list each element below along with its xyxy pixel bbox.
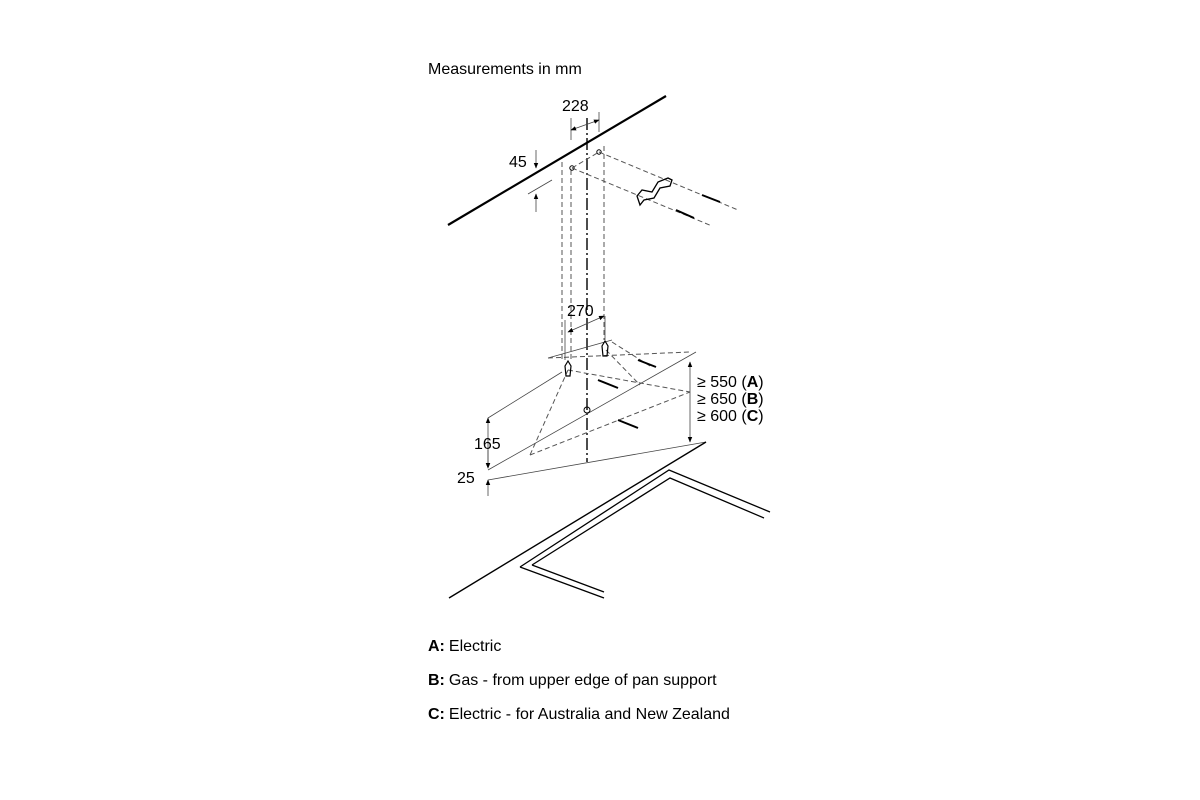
height-label-c: ≥ 600 (C) <box>697 408 764 425</box>
legend-item-a: A:Electric <box>428 637 501 657</box>
dimension-label-25: 25 <box>457 470 475 487</box>
dimension-height: ≥ 550 (A) ≥ 650 (B) ≥ 600 (C) <box>687 361 764 443</box>
cooktop <box>448 441 771 599</box>
legend-text-a: Electric <box>448 638 502 655</box>
height-label-a: ≥ 550 (A) <box>697 374 764 391</box>
dimension-45: 45 <box>509 150 553 212</box>
chimney-outline <box>561 146 605 360</box>
hood-body <box>487 339 707 481</box>
legend-item-c: C:Electric - for Australia and New Zeala… <box>428 705 730 725</box>
dimension-label-270: 270 <box>567 303 594 320</box>
legend-text-b: Gas - from upper edge of pan support <box>448 672 717 689</box>
dimension-label-45: 45 <box>509 154 527 171</box>
legend-key-c: C: <box>428 706 445 723</box>
upper-bracket <box>569 149 739 227</box>
legend-text-c: Electric - for Australia and New Zealand <box>448 706 730 723</box>
dimension-228: 228 <box>562 98 600 140</box>
dimension-165: 165 <box>474 417 501 469</box>
dimension-label-228: 228 <box>562 98 589 115</box>
dimension-270: 270 <box>564 303 606 360</box>
legend-item-b: B:Gas - from upper edge of pan support <box>428 671 717 691</box>
ceiling-line <box>447 95 667 226</box>
height-label-b: ≥ 650 (B) <box>697 391 764 408</box>
dimension-label-165: 165 <box>474 436 501 453</box>
dimension-25: 25 <box>457 450 491 496</box>
legend-key-a: A: <box>428 638 445 655</box>
units-note: Measurements in mm <box>428 61 582 78</box>
legend-key-b: B: <box>428 672 445 689</box>
